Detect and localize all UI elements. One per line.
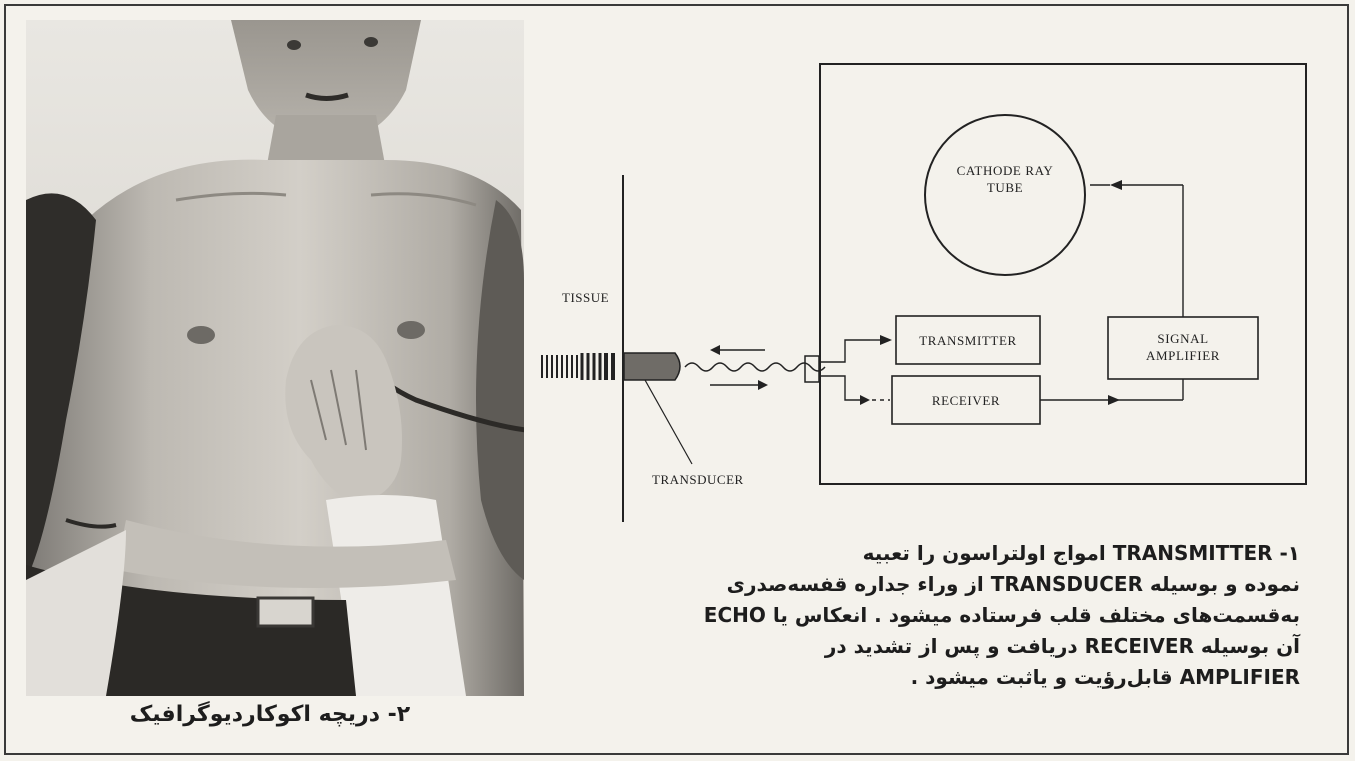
caption-line-5: AMPLIFIER قابل‌رؤیت و یاثبت میشود . xyxy=(600,662,1300,693)
receiver-label: RECEIVER xyxy=(892,392,1040,409)
echocardiograph-block-diagram: TISSUE TRANSDUCER CATHODE RAY TUBE TRANS… xyxy=(520,40,1320,534)
caption-line-1: ۱- TRANSMITTER امواج اولتراسون را تعبیه xyxy=(600,538,1300,569)
echocardiography-photo xyxy=(26,20,524,696)
signal-amplifier-label: SIGNAL AMPLIFIER xyxy=(1108,330,1258,364)
signal-amplifier-label-line2: AMPLIFIER xyxy=(1108,347,1258,364)
cathode-ray-tube-label: CATHODE RAY TUBE xyxy=(945,162,1065,196)
transmitter-label: TRANSMITTER xyxy=(896,332,1040,349)
caption-line-4: آن بوسیله RECEIVER دریافت و پس از تشدید … xyxy=(600,631,1300,662)
equipment-box xyxy=(820,64,1306,484)
transducer-cable xyxy=(685,363,825,371)
tissue-label: TISSUE xyxy=(562,290,609,306)
caption-line-2: نموده و بوسیله TRANSDUCER از وراء جداره … xyxy=(600,569,1300,600)
cathode-ray-tube-label-line1: CATHODE RAY xyxy=(945,162,1065,179)
signal-amplifier-label-line1: SIGNAL xyxy=(1108,330,1258,347)
photo-caption: ۲- دریچه اکوکاردیوگرافیک xyxy=(60,702,480,738)
caption-line-3: به‌قسمت‌های مختلف قلب فرستاده میشود . ان… xyxy=(600,600,1300,631)
diagram-lines xyxy=(520,40,1320,530)
ultrasound-beam-hatching xyxy=(542,353,613,380)
diagram-caption: ۱- TRANSMITTER امواج اولتراسون را تعبیه … xyxy=(600,538,1300,693)
cathode-ray-tube-label-line2: TUBE xyxy=(945,179,1065,196)
transducer-leader xyxy=(645,380,692,464)
transducer-label: TRANSDUCER xyxy=(652,472,744,488)
transducer-body xyxy=(624,353,680,380)
